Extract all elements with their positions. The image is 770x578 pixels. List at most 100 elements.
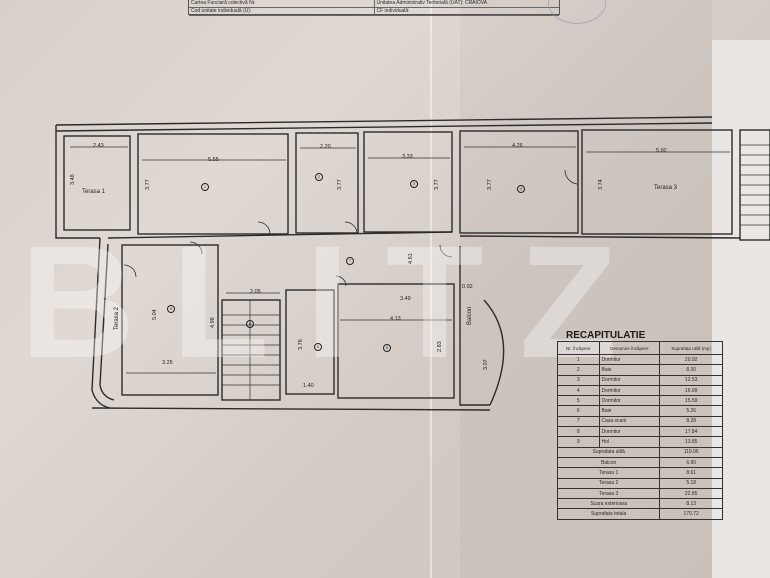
recap-header-row: Nr. încăpere Denumire încăpere Suprafața… [557, 341, 723, 355]
dim-label: 2.43 [93, 143, 104, 149]
cell-name: Dormitor [598, 384, 661, 397]
summary-area: 8.13 [659, 498, 723, 510]
dim-label: 4.26 [512, 143, 523, 149]
dim-label: 3.48 [70, 174, 76, 185]
header-uat: Unitatea Administrativ Teritorială (UAT)… [373, 0, 560, 7]
summary-label: Scara exterioara [556, 498, 661, 510]
cell-nr: 3 [557, 374, 600, 386]
room-number-5: 5 [383, 344, 391, 352]
cell-name: Baie [598, 364, 661, 376]
room-number-2: 2 [315, 173, 323, 181]
cell-area: 13.85 [659, 436, 723, 448]
dim-label: 3.76 [298, 339, 304, 350]
cell-name: Hol [598, 436, 661, 448]
dim-label: 4.13 [390, 316, 401, 322]
summary-label: Suprafata utilă [556, 446, 661, 458]
summary-label: Balcon [556, 456, 661, 469]
paper-fold [430, 0, 432, 578]
recap-col-nr: Nr. încăpere [557, 341, 600, 355]
dim-label: 3.77 [487, 179, 493, 190]
dim-label: 4.98 [210, 317, 216, 328]
dim-label: 3.33 [402, 154, 413, 160]
room-number-1: 1 [201, 183, 209, 191]
cell-name: Dormitor [598, 353, 661, 366]
recap-title: RECAPITULATIE [566, 330, 646, 341]
cell-nr: 7 [557, 415, 600, 428]
cell-area: 8.30 [659, 364, 723, 376]
summary-label: Terasa 1 [556, 467, 661, 479]
cell-area: 20.92 [659, 353, 723, 366]
cell-nr: 4 [557, 384, 600, 397]
dim-label: 4.61 [408, 253, 414, 264]
room-number-7: 9 [246, 320, 254, 328]
summary-area: 6.90 [659, 456, 723, 469]
dim-label: 5.55 [208, 157, 219, 163]
dim-label: 2.83 [437, 341, 443, 352]
header-cf-colectiva: Cartea Funciară colectivă Nr. [191, 0, 256, 6]
cell-name: Baie [598, 405, 661, 417]
summary-area: 170.72 [659, 508, 723, 520]
cell-nr: 2 [557, 364, 600, 376]
recap-table: Nr. încăpere Denumire încăpere Suprafața… [556, 341, 723, 520]
dim-label: 3.49 [400, 296, 411, 302]
cell-name: Dormitor [598, 426, 661, 438]
cell-nr: 9 [557, 436, 600, 448]
room-number-3: 3 [410, 180, 418, 188]
dim-label: 5.92 [656, 148, 667, 154]
recap-col-suprafata: Suprafața utilă (mp) [659, 341, 723, 355]
dim-label: 1.40 [303, 383, 314, 389]
room-label-terasa2: Terasa 2 [114, 306, 120, 330]
summary-area: 8.61 [659, 467, 723, 479]
dim-label: 3.74 [598, 179, 604, 190]
dim-label: 0.92 [462, 284, 473, 290]
room-number-9: 7 [346, 257, 354, 265]
dim-label: 2.05 [250, 289, 261, 295]
cell-area: 8.28 [659, 415, 723, 428]
cell-name: Casa scarii [598, 415, 661, 428]
summary-label: Terasa 3 [556, 487, 661, 500]
recap-col-denumire: Denumire încăpere [598, 341, 661, 355]
cell-name: Dormitor [598, 374, 661, 386]
dim-label: 5.04 [152, 309, 158, 320]
summary-area: 5.18 [659, 477, 723, 489]
cell-name: Dormitor [598, 395, 661, 407]
cell-area: 17.84 [659, 426, 723, 438]
summary-area: 22.85 [659, 487, 723, 500]
dim-label: 2.20 [320, 144, 331, 150]
dim-label: 3.77 [434, 179, 440, 190]
cell-area: 5.26 [659, 405, 723, 417]
header-cod-unitate: Cod unitate individuală (U): [191, 8, 252, 14]
dim-label: 3.25 [162, 360, 173, 366]
cell-nr: 6 [557, 405, 600, 417]
summary-label: Terasa 2 [556, 477, 661, 489]
room-label-terasa3: Terasa 3 [654, 185, 678, 191]
cell-area: 15.59 [659, 395, 723, 407]
cell-nr: 1 [557, 353, 600, 366]
watermark-text: BLITZ [20, 212, 654, 391]
room-number-4: 4 [517, 185, 525, 193]
cell-nr: 8 [557, 426, 600, 438]
header-cf-individuala: CF individuală: [373, 8, 560, 15]
header-row: Cartea Funciară colectivă Nr. Unitatea A… [189, 0, 559, 8]
summary-label: Suprafata totala [556, 508, 661, 520]
dim-label: 3.07 [483, 359, 489, 370]
cell-nr: 5 [557, 395, 600, 407]
summary-area: 119.06 [659, 446, 723, 458]
dim-label: 3.77 [145, 179, 151, 190]
dim-label: 3.77 [337, 179, 343, 190]
